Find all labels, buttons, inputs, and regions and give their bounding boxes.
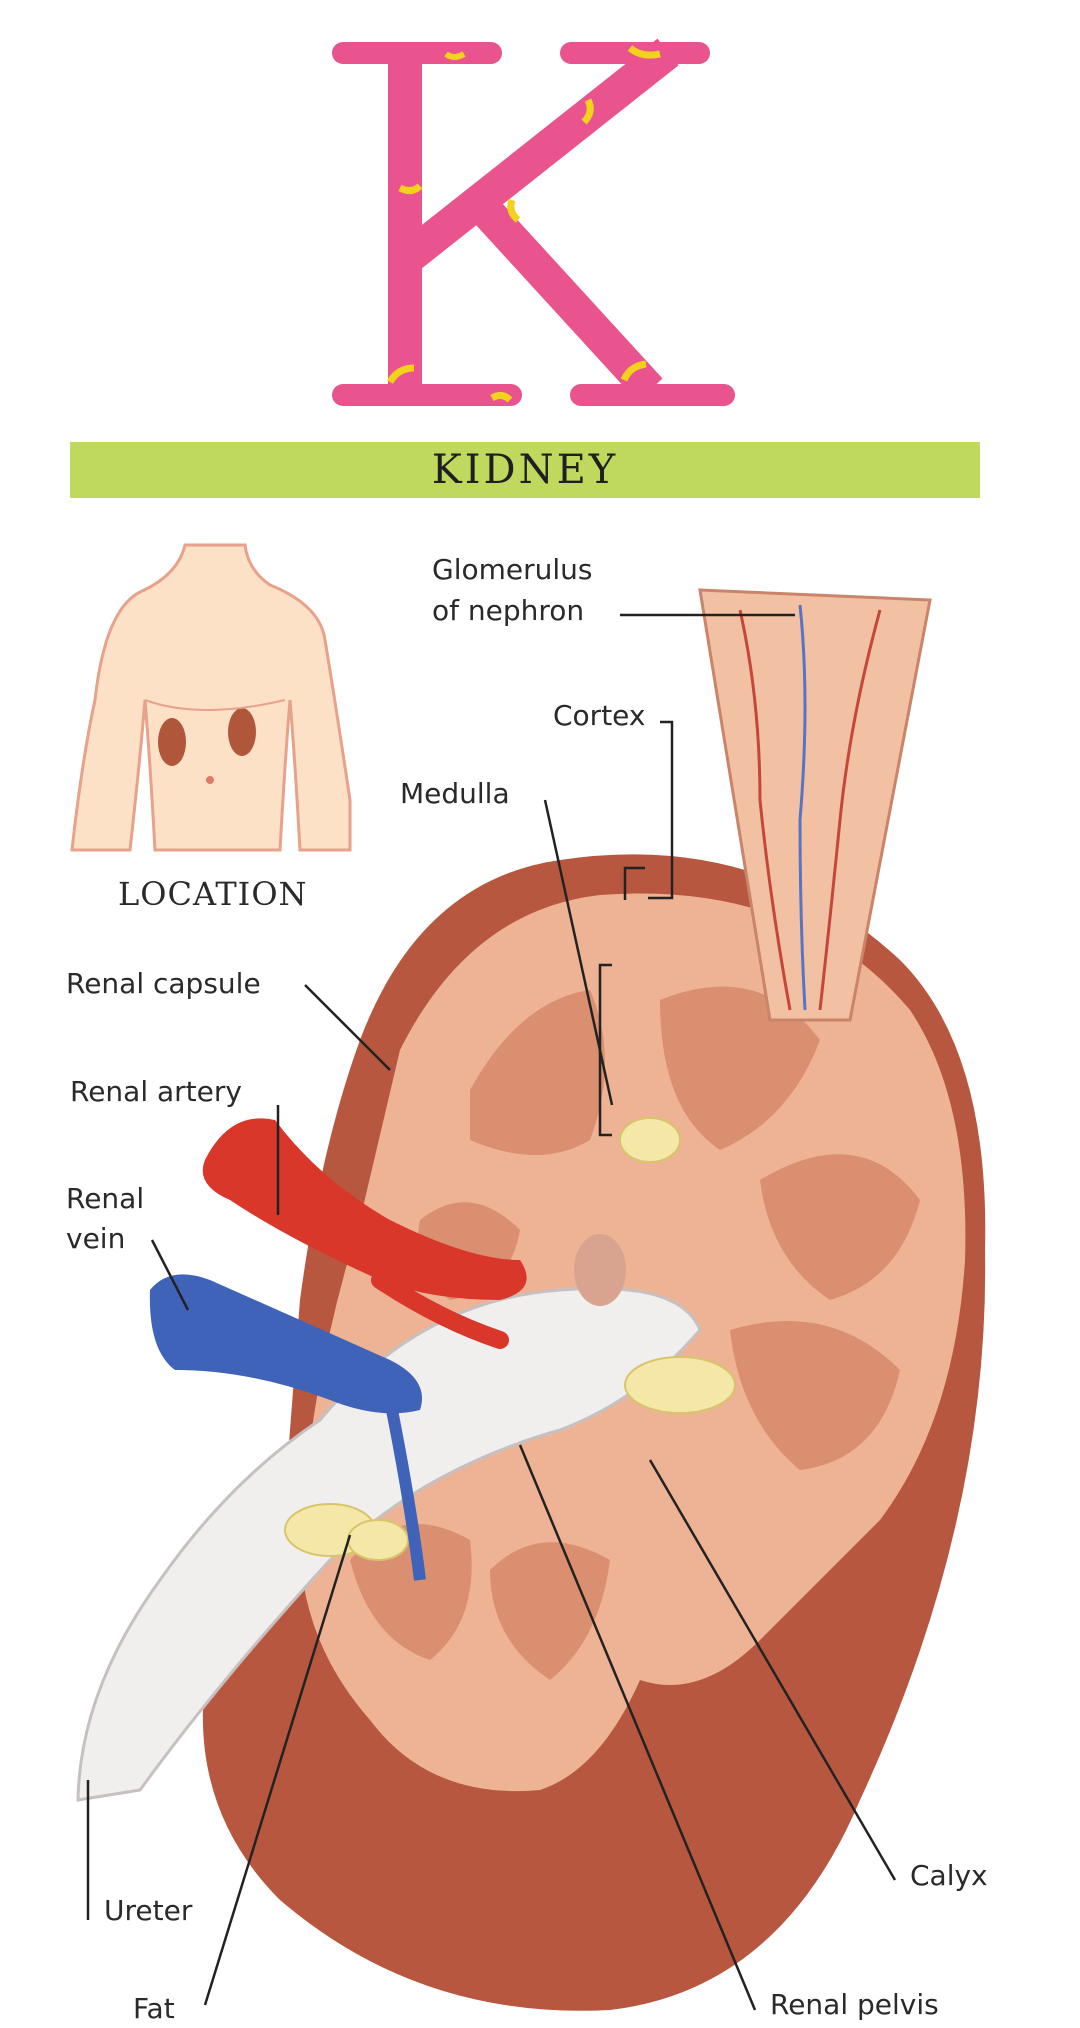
label-cortex: Cortex	[553, 699, 646, 732]
label-renal-artery: Renal artery	[70, 1075, 242, 1108]
leader-lines	[86, 613, 897, 2011]
title-banner: KIDNEY	[70, 442, 980, 498]
fat-deposits	[284, 1117, 736, 1561]
renal-pyramids	[350, 986, 920, 1680]
diagram-title: KIDNEY	[431, 447, 619, 493]
label-medulla: Medulla	[400, 777, 510, 810]
location-caption: LOCATION	[118, 875, 308, 913]
letter-k-logo	[332, 38, 735, 406]
renal-artery-shape	[202, 1118, 527, 1300]
label-glomerulus-line2: of nephron	[432, 594, 585, 627]
label-renal-capsule: Renal capsule	[66, 967, 261, 1000]
label-renal-pelvis: Renal pelvis	[770, 1988, 939, 2021]
label-calyx: Calyx	[910, 1859, 988, 1892]
renal-vein-shape	[149, 1274, 422, 1414]
label-renal-vein-line2: vein	[66, 1222, 126, 1255]
label-glomerulus-line1: Glomerulus	[432, 553, 593, 586]
label-ureter: Ureter	[104, 1894, 193, 1927]
body-silhouette	[70, 543, 352, 852]
label-renal-vein-line1: Renal	[66, 1182, 145, 1215]
nephron-wedge	[698, 588, 932, 1022]
wedge-vessels	[738, 609, 882, 1011]
label-fat: Fat	[133, 1992, 175, 2025]
